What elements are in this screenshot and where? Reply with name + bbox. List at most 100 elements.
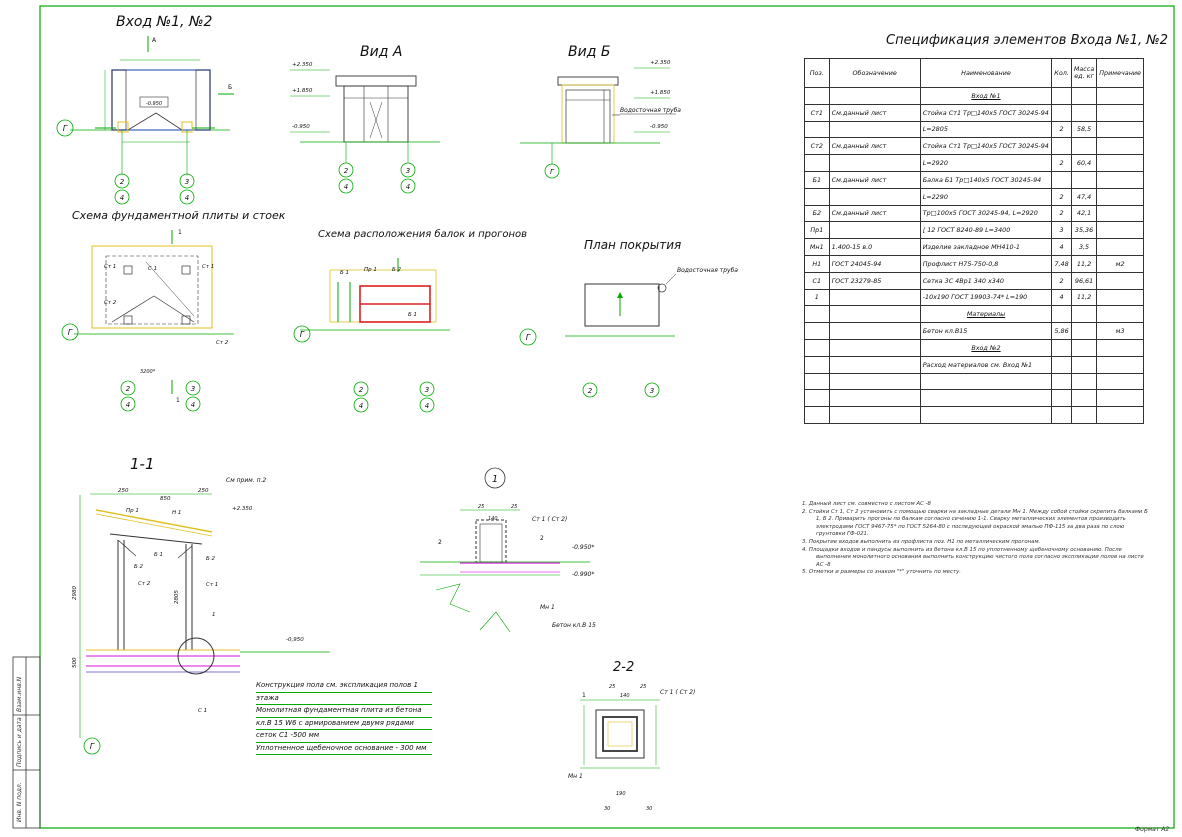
- spec-cell: [804, 187, 830, 206]
- beams-scheme: Б 1 Пр 1 Б 2 Б 1 Г 2 4 3 4: [293, 258, 450, 413]
- foundation-title: Схема фундаментной плиты и стоек: [72, 209, 286, 222]
- note-item: 2. Стойки Ст 1, Ст 2 установить с помощь…: [802, 508, 1148, 538]
- axis-label: 4: [185, 194, 189, 202]
- sidebar-label: Инв. N подл.: [16, 782, 23, 822]
- spec-row: [804, 389, 1144, 408]
- axis-label: Г: [300, 330, 305, 339]
- drain-label: Водосточная труба: [677, 267, 738, 274]
- spec-cell: Б2: [804, 204, 830, 223]
- spec-cell: [1051, 170, 1072, 189]
- spec-cell: 4: [1051, 238, 1072, 256]
- spec-cell: Профлист Н75-750-0,8: [919, 254, 1053, 273]
- spec-header-cell: Поз.: [804, 58, 830, 88]
- spec-cell: [804, 87, 830, 105]
- entry-title: Вход №1, №2: [116, 14, 213, 30]
- spec-cell: [1096, 204, 1144, 223]
- spec-cell: [1070, 406, 1098, 424]
- spec-cell: ГОСТ 24045-94: [828, 254, 921, 273]
- dim-label: 140: [488, 516, 498, 522]
- spec-cell: [828, 338, 921, 357]
- elev-label: -0.950: [146, 101, 162, 107]
- spec-cell: [1070, 372, 1098, 391]
- spec-cell: Расход материалов см. Вход №1: [919, 355, 1053, 374]
- dim-label: 850: [160, 496, 171, 502]
- spec-cell: [1070, 87, 1098, 105]
- spec-cell: 58,5: [1070, 120, 1098, 139]
- format-stamp: Формат А2: [1135, 826, 1170, 833]
- spec-cell: Балка Б1 Тр□140х5 ГОСТ 30245-94: [919, 170, 1053, 189]
- st1-st2-label: Ст 1 ( Ст 2): [660, 689, 695, 696]
- legend-line: этажа: [256, 693, 432, 705]
- b2-label: Б 2: [206, 556, 216, 562]
- spec-cell: [1096, 271, 1144, 290]
- legend-line: сеток С1 -500 мм: [256, 730, 432, 743]
- sidebar-frame: [12, 656, 41, 829]
- spec-cell: 60,4: [1070, 154, 1098, 172]
- spec-cell: 7,48: [1051, 254, 1072, 273]
- elev-label: -0.950*: [572, 544, 594, 551]
- mn1-label: Мн 1: [540, 604, 555, 611]
- sidebar-label: Подпись и дата: [16, 717, 23, 767]
- elev-label: +1.850: [650, 90, 671, 96]
- sheet-frame: [39, 5, 1175, 829]
- spec-cell: Н1: [804, 254, 830, 273]
- b1-label: Б 1: [408, 312, 417, 318]
- spec-cell: [828, 187, 921, 206]
- dim-label: 250: [118, 488, 129, 494]
- spec-cell: [1096, 305, 1144, 324]
- dim-label: 2805: [174, 590, 180, 604]
- dim-label: 250: [198, 488, 209, 494]
- spec-cell: -10х190 ГОСТ 19903-74* L=190: [919, 288, 1053, 307]
- spec-cell: 2: [1051, 154, 1072, 172]
- node-marker: 1: [212, 612, 216, 618]
- spec-cell: [828, 406, 921, 424]
- view-b-title: Вид Б: [568, 44, 611, 60]
- spec-cell: [1051, 389, 1072, 408]
- spec-cell: [1051, 406, 1072, 424]
- spec-cell: [1096, 187, 1144, 206]
- spec-cell: ГОСТ 23279-85: [828, 271, 921, 290]
- spec-cell: [1070, 170, 1098, 189]
- node-title: 1: [492, 474, 498, 485]
- spec-cell: 47,4: [1070, 187, 1098, 206]
- st1-label: Ст 1: [202, 264, 214, 270]
- spec-cell: Стойка Ст1 Тр□140х5 ГОСТ 30245-94: [919, 103, 1053, 122]
- spec-cell: [804, 389, 830, 408]
- spec-cell: [1051, 305, 1072, 324]
- st1-st2-label: Ст 1 ( Ст 2): [532, 516, 567, 523]
- roof-title: План покрытия: [584, 238, 682, 252]
- legend-line: Конструкция пола см. экспликация полов 1: [256, 680, 432, 693]
- spec-cell: [1096, 406, 1144, 424]
- dim-label: 190: [616, 791, 626, 797]
- spec-cell: [828, 120, 921, 139]
- spec-cell: м3: [1096, 322, 1144, 340]
- note-item: 4. Площадки входов и пандусы выполнить и…: [802, 546, 1144, 568]
- spec-cell: [1096, 103, 1144, 122]
- spec-cell: [804, 372, 830, 391]
- axis-label: Г: [63, 124, 68, 133]
- spec-cell: 2: [1051, 271, 1072, 290]
- note-item: 5. Отметки и размеры со знаком "*" уточн…: [802, 569, 961, 576]
- spec-cell: [828, 221, 921, 240]
- spec-cell: См.данный лист: [828, 170, 921, 189]
- beams-title: Схема расположения балок и прогонов: [318, 229, 528, 240]
- spec-cell: 35,36: [1070, 221, 1098, 240]
- dim-label: 25: [609, 684, 615, 690]
- spec-cell: [1096, 120, 1144, 139]
- spec-cell: L=2290: [919, 187, 1053, 206]
- b2-label: Б 2: [134, 564, 144, 570]
- sidebar-label: Взам.инв.N: [16, 676, 23, 712]
- elev-label: -0.990*: [572, 571, 594, 578]
- section-22-title: 2-2: [613, 660, 635, 675]
- axis-label: Г: [90, 742, 95, 751]
- section-1-1: 250 850 250 2980 2805 500 См прим. п.2 +…: [72, 477, 330, 755]
- spec-cell: [1070, 389, 1098, 408]
- axis-label: 4: [344, 183, 348, 191]
- spec-cell: L=2805: [919, 120, 1053, 139]
